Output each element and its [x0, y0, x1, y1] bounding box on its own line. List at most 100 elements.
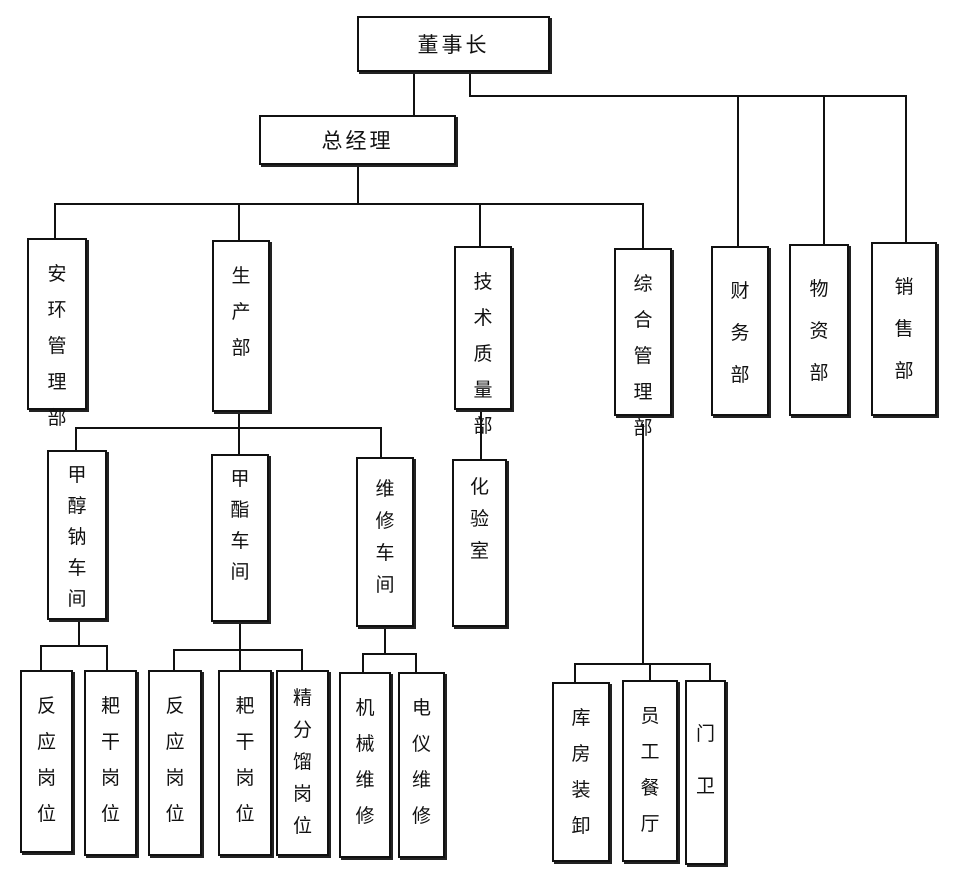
workshop-jiazhi-box: 甲 酯 车 间 [211, 454, 269, 622]
workshop-weixiu-char: 修 [375, 510, 395, 532]
post-fy2-box: 反 应 岗 位 [148, 670, 202, 856]
workshop-weixiu-char: 车 [375, 542, 395, 564]
post-dywx-char: 电 [411, 697, 431, 719]
dept-wuzi-char: 资 [809, 320, 829, 342]
dept-zonghe-box: 综 合 管 理 部 [614, 248, 672, 439]
general-manager-label: 总经理 [321, 129, 394, 153]
workshop-jiazhi-char: 车 [230, 530, 250, 552]
post-ygct-char: 员 [640, 705, 660, 727]
chairman-box: 董事长 [357, 16, 550, 72]
post-menwei-char: 卫 [695, 775, 715, 797]
workshop-jiazhi-char: 间 [230, 561, 250, 583]
dept-anhuan-char: 环 [47, 299, 67, 321]
workshop-jiazhi-char: 酯 [230, 499, 250, 521]
post-menwei-char: 门 [695, 723, 715, 745]
dept-caiwu-box: 财 务 部 [711, 246, 769, 416]
post-fy1-box: 反 应 岗 位 [20, 670, 73, 853]
dept-shengchan-box: 生 产 部 [212, 240, 270, 412]
post-fy1-char: 岗 [36, 767, 56, 789]
post-kfzx-char: 房 [571, 743, 591, 765]
post-ygct-char: 餐 [640, 777, 660, 799]
post-bg2-char: 岗 [235, 767, 255, 789]
post-dywx-char: 修 [411, 805, 431, 827]
post-kfzx-char: 卸 [571, 815, 591, 837]
workshop-weixiu-char: 间 [375, 574, 395, 596]
post-ygct-box: 员 工 餐 厅 [622, 680, 678, 862]
post-bg1-char: 岗 [100, 767, 120, 789]
workshop-jiachun-char: 甲 [67, 464, 87, 486]
post-bg1-char: 干 [100, 731, 120, 753]
dept-wuzi-box: 物 资 部 [789, 244, 849, 416]
post-jfl-char: 位 [292, 815, 312, 837]
dept-caiwu-char: 财 [730, 280, 750, 302]
dept-zonghe-char: 综 [633, 273, 653, 295]
chairman-label: 董事长 [417, 33, 490, 57]
dept-jishu-char: 技 [473, 271, 493, 293]
post-menwei-box: 门 卫 [685, 680, 726, 865]
dept-shengchan-char: 生 [231, 265, 251, 287]
dept-xiaoshou-char: 售 [894, 318, 914, 340]
post-jxwx-char: 维 [355, 769, 375, 791]
post-ygct-char: 工 [640, 741, 660, 763]
dept-anhuan-char: 管 [47, 335, 67, 357]
dept-caiwu-char: 务 [730, 322, 750, 344]
dept-wuzi-char: 部 [809, 362, 829, 384]
post-fy2-char: 应 [165, 731, 185, 753]
post-bg2-char: 位 [235, 803, 255, 825]
post-fy1-char: 位 [36, 803, 56, 825]
post-kfzx-box: 库 房 装 卸 [552, 682, 610, 862]
post-bg1-char: 耙 [100, 695, 120, 717]
post-jfl-char: 馏 [292, 751, 312, 773]
post-jxwx-char: 机 [355, 697, 375, 719]
workshop-jiachun-char: 钠 [67, 526, 87, 548]
workshop-jiachun-char: 醇 [67, 495, 87, 517]
dept-jishu-char: 质 [473, 343, 493, 365]
dept-jishu-box: 技 术 质 量 部 [454, 246, 512, 437]
post-jxwx-char: 械 [355, 733, 375, 755]
post-dywx-box: 电 仪 维 修 [398, 672, 445, 858]
post-jfl-char: 分 [292, 719, 312, 741]
workshop-huayan-box: 化 验 室 [452, 459, 507, 627]
dept-wuzi-char: 物 [809, 278, 829, 300]
workshop-weixiu-char: 维 [375, 478, 395, 500]
dept-zonghe-char: 理 [633, 381, 653, 403]
workshop-jiachun-char: 车 [67, 557, 87, 579]
post-jxwx-char: 修 [355, 805, 375, 827]
post-kfzx-char: 库 [571, 707, 591, 729]
workshop-jiachun-char: 间 [67, 588, 87, 610]
dept-xiaoshou-box: 销 售 部 [871, 242, 937, 416]
dept-zonghe-char: 管 [633, 345, 653, 367]
post-bg1-box: 耙 干 岗 位 [84, 670, 137, 856]
post-dywx-char: 仪 [411, 733, 431, 755]
post-bg2-char: 耙 [235, 695, 255, 717]
post-jxwx-box: 机 械 维 修 [339, 672, 391, 858]
post-jfl-char: 岗 [292, 783, 312, 805]
post-fy1-char: 反 [36, 695, 56, 717]
post-jfl-char: 精 [292, 687, 312, 709]
post-fy2-char: 岗 [165, 767, 185, 789]
workshop-jiazhi-char: 甲 [230, 468, 250, 490]
post-kfzx-char: 装 [571, 779, 591, 801]
post-fy2-char: 反 [165, 695, 185, 717]
workshop-weixiu-box: 维 修 车 间 [356, 457, 414, 627]
dept-jishu-char: 部 [473, 415, 493, 437]
dept-jishu-char: 术 [473, 307, 493, 329]
general-manager-box: 总经理 [259, 115, 456, 165]
dept-shengchan-char: 部 [231, 337, 251, 359]
dept-xiaoshou-char: 销 [894, 276, 914, 298]
post-dywx-char: 维 [411, 769, 431, 791]
post-bg2-box: 耙 干 岗 位 [218, 670, 272, 856]
dept-zonghe-char: 部 [633, 417, 653, 439]
post-bg1-char: 位 [100, 803, 120, 825]
dept-zonghe-char: 合 [633, 309, 653, 331]
workshop-huayan-char: 化 [469, 476, 489, 498]
post-bg2-char: 干 [235, 731, 255, 753]
post-fy2-char: 位 [165, 803, 185, 825]
dept-anhuan-char: 部 [47, 407, 67, 429]
dept-anhuan-box: 安 环 管 理 部 [27, 238, 87, 429]
dept-anhuan-char: 理 [47, 371, 67, 393]
dept-jishu-char: 量 [473, 379, 493, 401]
post-ygct-char: 厅 [640, 813, 660, 835]
